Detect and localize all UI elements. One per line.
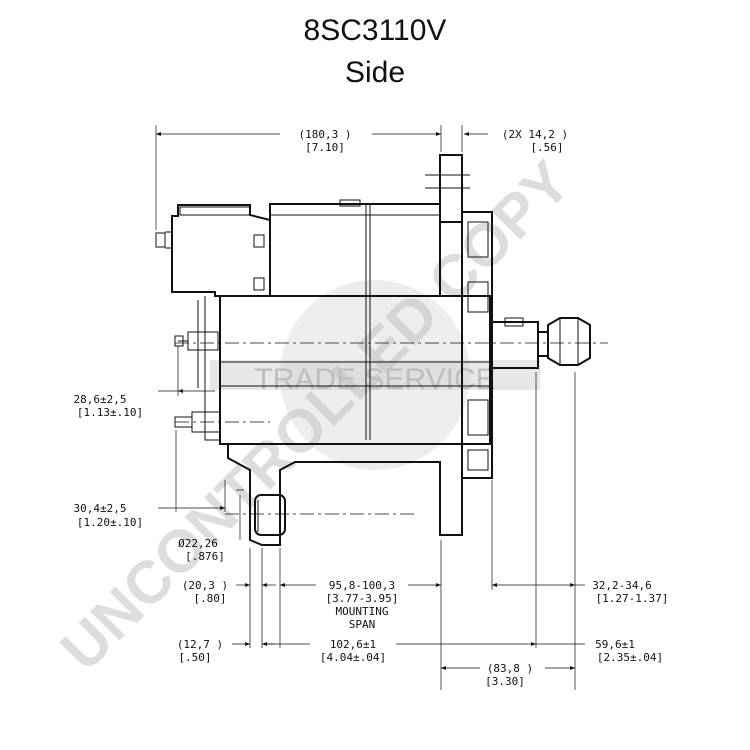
dim-shaft-length-in: [2.35±.04] [597,651,663,664]
dim-hole-diameter-in: [.876] [185,550,225,563]
dim-foot-to-flange-in: [4.04±.04] [320,651,386,664]
dim-flange-to-rear-mm: (83,8 ) [487,662,533,675]
dim-overall-length-mm: (180,3 ) [299,128,352,141]
dimension-lines [155,125,585,690]
center-lines [175,342,608,515]
dim-pulley-range-in: [1.27-1.37] [596,592,669,605]
dim-foot-offset-mm: (20,3 ) [182,579,228,592]
alternator-outline [155,154,591,546]
dim-flange-thickness-in: [.56] [530,141,563,154]
dim-foot-width-in: [.50] [178,651,211,664]
dim-foot-offset-in: [.80] [193,592,226,605]
dim-mounting-span-in: [3.77-3.95] [326,592,399,605]
dim-mounting-span-label-1: MOUNTING [336,605,389,618]
dim-hole-diameter-mm: Ø22,26 [178,537,218,550]
dim-mounting-span-mm: 95,8-100,3 [329,579,395,592]
dim-shaft-length-mm: 59,6±1 [595,638,635,651]
part-number-title: 8SC3110V [304,14,447,47]
dim-foot-width-mm: (12,7 ) [177,638,223,651]
dim-terminal-lower-mm: 30,4±2,5 [74,502,127,515]
dim-overall-length-in: [7.10] [305,141,345,154]
watermark-circle-text: TRADE SERVICE [254,363,495,396]
dimension-labels: (180,3 ) [7.10] (2X 14,2 ) [.56] 28,6±2,… [74,128,669,688]
dim-terminal-upper-in: [1.13±.10] [77,406,143,419]
dim-mounting-span-label-2: SPAN [349,618,376,631]
dim-terminal-upper-mm: 28,6±2,5 [74,393,127,406]
dim-terminal-lower-in: [1.20±.10] [77,516,143,529]
dim-flange-to-rear-in: [3.30] [485,675,525,688]
dim-flange-thickness-mm: (2X 14,2 ) [502,128,568,141]
dim-foot-to-flange-mm: 102,6±1 [330,638,376,651]
view-title: Side [345,56,405,89]
dim-pulley-range-mm: 32,2-34,6 [592,579,652,592]
watermark-band [210,360,540,390]
